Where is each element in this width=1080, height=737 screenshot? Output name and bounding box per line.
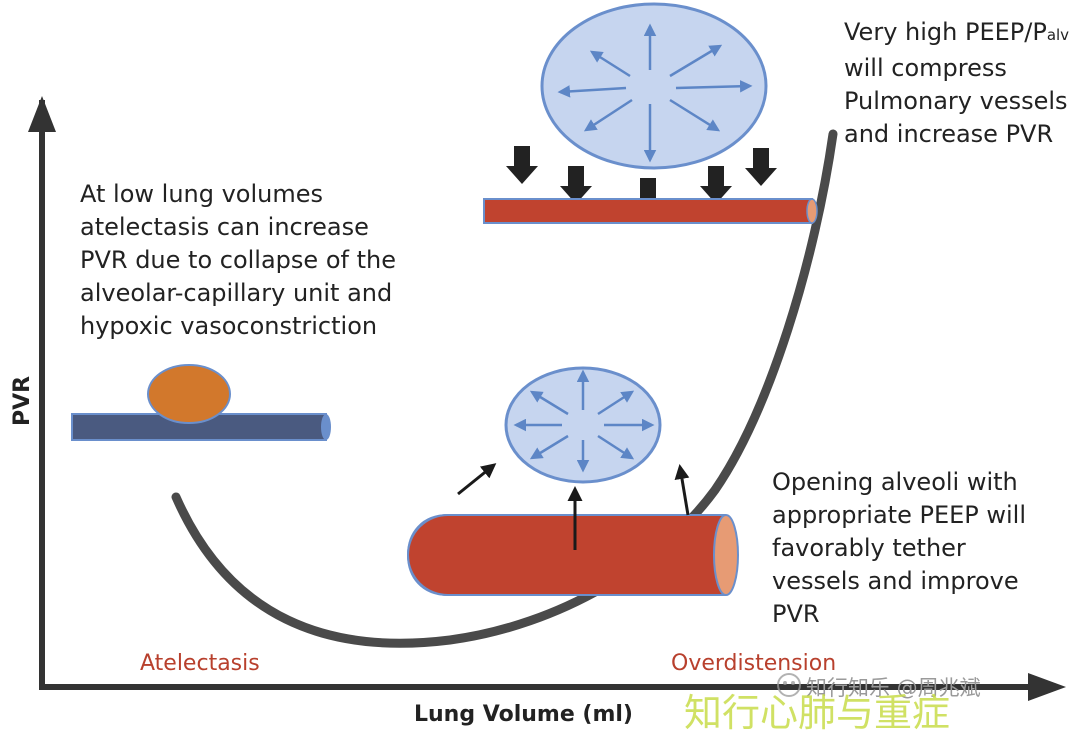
atelectasis-unit xyxy=(71,364,331,441)
collapsed-alveolus xyxy=(147,364,231,424)
region-label-atelectasis: Atelectasis xyxy=(140,651,260,676)
y-axis-label: PVR xyxy=(10,375,35,426)
watermark-title: 知行心肺与重症 xyxy=(684,691,951,735)
appropriate-peep-line: PVR xyxy=(772,600,820,628)
appropriate-peep-line: favorably tether xyxy=(772,534,966,562)
high-peep-line: will compress xyxy=(844,54,1007,82)
axes xyxy=(28,96,1066,701)
region-label-overdistension: Overdistension xyxy=(671,651,837,676)
tether-arrows xyxy=(457,463,690,550)
x-axis-label: Lung Volume (ml) xyxy=(414,702,633,727)
low-volume-annotation: At low lung volumes atelectasis can incr… xyxy=(80,178,396,343)
overdistension-unit xyxy=(483,2,818,224)
low-volume-line: alveolar-capillary unit and xyxy=(80,279,393,307)
compressed-vessel xyxy=(483,198,813,224)
high-peep-main: Very high PEEP/P xyxy=(844,18,1047,46)
high-peep-subscript: alv xyxy=(1046,26,1070,44)
watermark-logo xyxy=(777,673,801,697)
y-axis-arrowhead xyxy=(28,96,56,132)
appropriate-peep-line: Opening alveoli with xyxy=(772,468,1018,496)
optimal-unit xyxy=(407,366,739,596)
large-alveolus-arrows xyxy=(557,23,753,163)
x-axis-arrowhead xyxy=(1028,673,1066,701)
low-volume-line: PVR due to collapse of the xyxy=(80,246,396,274)
low-volume-line: At low lung volumes xyxy=(80,180,324,208)
low-volume-line: hypoxic vasoconstriction xyxy=(80,312,378,340)
low-volume-line: atelectasis can increase xyxy=(80,213,369,241)
open-vessel-end xyxy=(713,514,739,596)
high-peep-annotation: Very high PEEP/Palv will compress Pulmon… xyxy=(844,16,1069,151)
high-peep-line: Pulmonary vessels xyxy=(844,87,1068,115)
appropriate-peep-annotation: Opening alveoli with appropriate PEEP wi… xyxy=(772,466,1026,631)
watermark-handle: 知行知乐 @周兆斌 xyxy=(806,676,981,700)
high-peep-line: Very high PEEP/Palv xyxy=(844,16,1069,52)
open-alveolus-arrows xyxy=(513,369,655,473)
blue-vessel-end xyxy=(321,414,331,440)
appropriate-peep-line: vessels and improve xyxy=(772,567,1019,595)
compressed-vessel-end xyxy=(806,198,818,224)
high-peep-line: and increase PVR xyxy=(844,120,1054,148)
appropriate-peep-line: appropriate PEEP will xyxy=(772,501,1027,529)
